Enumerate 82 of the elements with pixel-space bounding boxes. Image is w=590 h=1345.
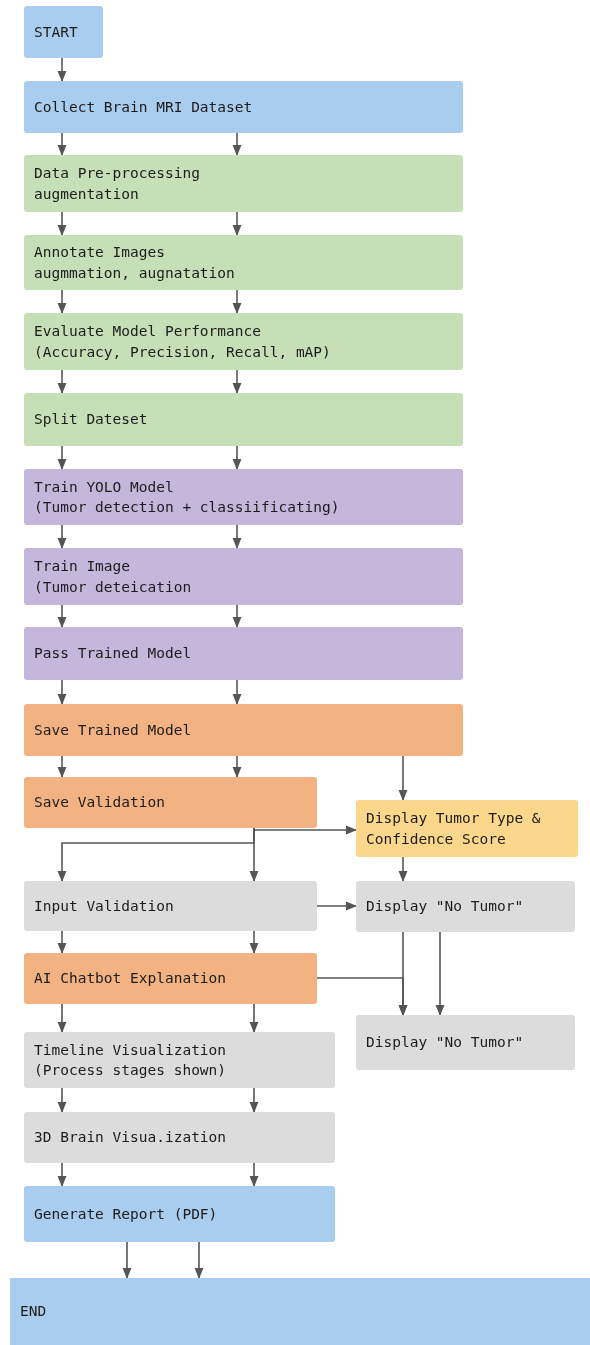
arrow	[57, 604, 67, 629]
arrow	[57, 755, 67, 779]
arrow	[57, 289, 67, 315]
arrow	[249, 827, 259, 883]
arrow	[232, 289, 242, 315]
process-box	[24, 155, 463, 212]
process-box	[24, 6, 103, 58]
arrow	[57, 211, 67, 237]
arrow	[398, 755, 408, 802]
process-box	[10, 1278, 590, 1345]
process-box	[356, 1015, 575, 1070]
arrow	[249, 1162, 259, 1188]
arrow	[57, 445, 67, 471]
arrow	[249, 1087, 259, 1114]
process-box	[24, 235, 463, 290]
arrow	[57, 930, 67, 955]
arrow	[232, 445, 242, 471]
node-label: Train YOLO Model	[34, 477, 175, 497]
process-box	[356, 881, 575, 932]
arrow	[57, 1087, 67, 1114]
process-box	[24, 313, 463, 370]
arrow	[232, 524, 242, 550]
process-box	[24, 1186, 335, 1242]
arrow	[232, 604, 242, 629]
node-label: (Process stages shown)	[34, 1061, 228, 1080]
arrow	[57, 679, 67, 706]
process-box	[24, 393, 463, 446]
node-label: Save Trained Model	[34, 720, 193, 740]
node-label: Display "No Tumor"	[366, 897, 525, 917]
arrow	[57, 1003, 67, 1034]
node-label: AI Chatbot Explanation	[34, 969, 228, 989]
node-label: Save Validation	[34, 793, 166, 813]
arrow	[57, 524, 67, 550]
arrow	[57, 1162, 67, 1188]
arrow	[57, 369, 67, 395]
arrow	[316, 977, 408, 1017]
arrow	[57, 57, 67, 83]
arrow	[232, 755, 242, 779]
node-label: (Tumor detection + classiificating)	[34, 498, 341, 517]
node-label: Pass Trained Model	[34, 644, 193, 664]
node-label: Annotate Images	[34, 243, 166, 263]
arrow	[249, 1003, 259, 1034]
process-box	[24, 1112, 335, 1163]
node-label: augmmation, augnatation	[34, 263, 236, 283]
node-label: Evaluate Model Performance	[34, 322, 262, 342]
arrow	[253, 825, 358, 835]
arrow	[435, 931, 445, 1017]
node-label: Collect Brain MRI Dataset	[34, 97, 254, 117]
process-box	[24, 777, 317, 828]
process-box	[356, 800, 578, 857]
node-label: Data Pre-processing	[34, 164, 201, 184]
node-label: Display "No Tumor"	[366, 1033, 525, 1053]
node-label: Train Image	[34, 557, 132, 577]
arrow	[194, 1241, 204, 1280]
node-label: END	[20, 1302, 48, 1322]
process-box	[24, 81, 463, 133]
node-label: Split Dateset	[34, 410, 149, 430]
node-label: Input Validation	[34, 896, 175, 916]
arrow	[249, 930, 259, 955]
arrow	[122, 1241, 132, 1280]
arrow	[232, 132, 242, 157]
arrow	[316, 901, 358, 911]
node-label: (Tumor deteication	[34, 577, 193, 597]
process-box	[24, 469, 463, 525]
arrow	[232, 679, 242, 706]
process-box	[24, 1032, 335, 1088]
arrow	[398, 856, 408, 883]
process-box	[24, 881, 317, 931]
process-box	[24, 704, 463, 756]
arrow	[57, 132, 67, 157]
node-label: Timeline Visualization	[34, 1040, 228, 1060]
node-label: Display Tumor Type & Confidence Score	[366, 809, 542, 849]
process-box	[24, 953, 317, 1004]
arrow	[232, 211, 242, 237]
node-label: START	[34, 22, 79, 42]
node-label: Generate Report (PDF)	[34, 1204, 219, 1224]
node-label: (Accuracy, Precision, Recall, mAP)	[34, 342, 332, 362]
arrow	[232, 369, 242, 395]
process-box	[24, 627, 463, 680]
node-label: 3D Brain Visua.ization	[34, 1128, 228, 1148]
process-box	[24, 548, 463, 605]
node-label: augmentation	[34, 184, 140, 204]
